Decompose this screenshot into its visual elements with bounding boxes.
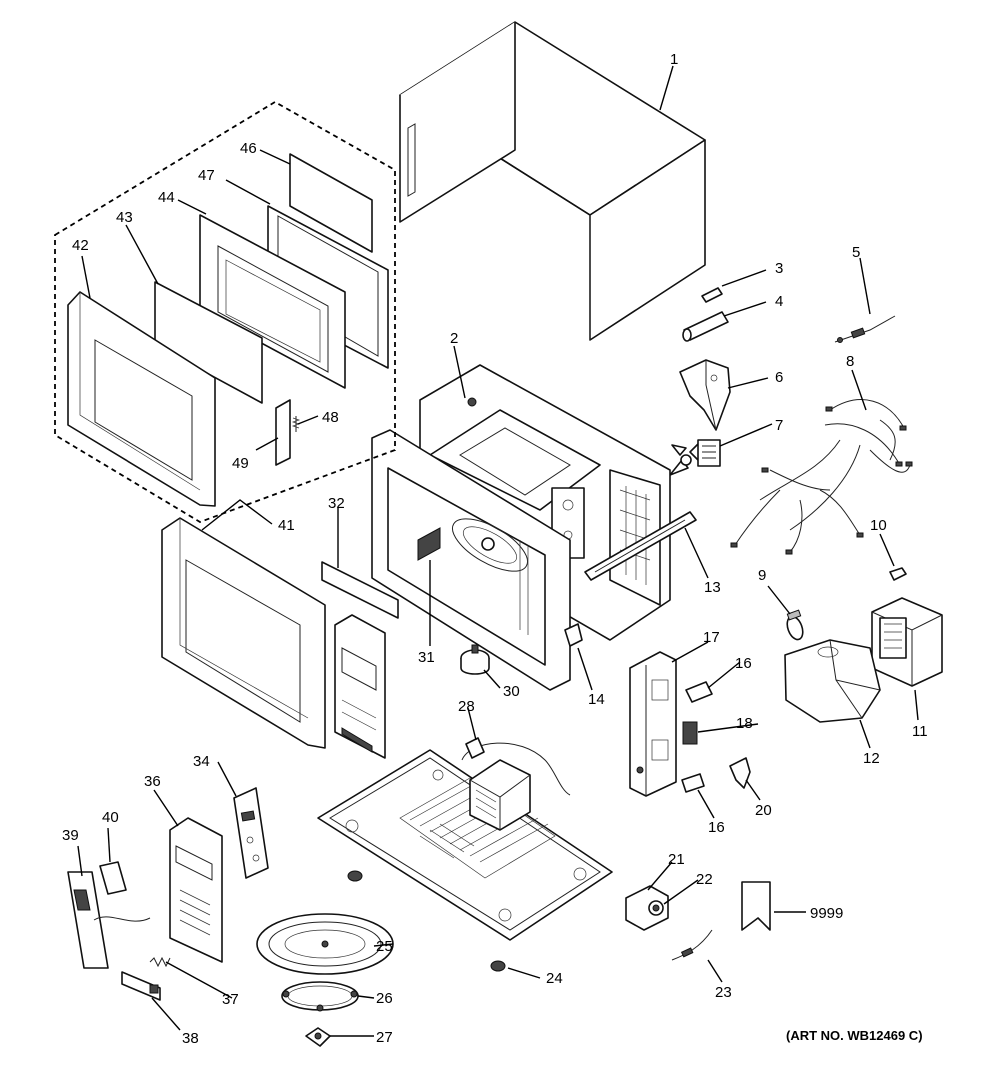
callout-8: 8 bbox=[846, 353, 854, 370]
interlock-switch-part-a bbox=[685, 681, 713, 703]
wire-harness-part bbox=[730, 399, 913, 555]
door-assembly-group bbox=[54, 100, 396, 523]
coupler-part bbox=[305, 1027, 331, 1047]
callout-1: 1 bbox=[670, 51, 678, 68]
callout-20: 20 bbox=[755, 802, 772, 819]
callout-23: 23 bbox=[715, 984, 732, 1001]
interlock-switch-part-b bbox=[681, 773, 705, 793]
fan-motor-part bbox=[669, 439, 721, 476]
callout-12: 12 bbox=[863, 750, 880, 767]
callout-48: 48 bbox=[322, 409, 339, 426]
thermistor-part bbox=[834, 315, 896, 343]
capacitor-part bbox=[465, 737, 485, 759]
control-panel-front bbox=[334, 614, 386, 759]
roller-ring-part bbox=[281, 981, 359, 1012]
callout-25: 25 bbox=[376, 938, 393, 955]
callout-28: 28 bbox=[458, 698, 475, 715]
callout-47: 47 bbox=[198, 167, 215, 184]
clip-part bbox=[889, 567, 907, 581]
outer-case bbox=[399, 21, 706, 341]
callout-30: 30 bbox=[503, 683, 520, 700]
air-guide-part bbox=[784, 639, 881, 723]
seal-strip-part bbox=[321, 561, 399, 619]
callout-42: 42 bbox=[72, 237, 89, 254]
callout-2: 2 bbox=[450, 330, 458, 347]
callout-43: 43 bbox=[116, 209, 133, 226]
callout-34: 34 bbox=[193, 753, 210, 770]
callout-32: 32 bbox=[328, 495, 345, 512]
control-board-part bbox=[233, 787, 269, 879]
monitor-switch-part bbox=[682, 721, 698, 745]
callout-14: 14 bbox=[588, 691, 605, 708]
callout-27: 27 bbox=[376, 1029, 393, 1046]
callout-16a: 16 bbox=[735, 655, 752, 672]
callout-38: 38 bbox=[182, 1030, 199, 1047]
callout-44: 44 bbox=[158, 189, 175, 206]
callout-11: 11 bbox=[912, 723, 928, 740]
callout-40: 40 bbox=[102, 809, 119, 826]
leader-lines bbox=[77, 65, 919, 1037]
lever-part bbox=[729, 757, 751, 789]
callout-36: 36 bbox=[144, 773, 161, 790]
control-panel-assembly-part bbox=[169, 817, 223, 963]
control-overlay-part bbox=[67, 871, 151, 969]
callout-37: 37 bbox=[222, 991, 239, 1008]
fuse-part bbox=[701, 287, 723, 303]
callout-49: 49 bbox=[232, 455, 249, 472]
wire-lead-part bbox=[671, 929, 713, 961]
callout-21: 21 bbox=[668, 851, 685, 868]
door-frame-part bbox=[161, 517, 326, 749]
callout-41: 41 bbox=[278, 517, 295, 534]
callout-18: 18 bbox=[736, 715, 753, 732]
display-window-part bbox=[99, 861, 127, 895]
base-plate bbox=[317, 749, 613, 941]
lamp-holder-part bbox=[682, 311, 729, 342]
door-button-spring-part bbox=[149, 956, 171, 968]
foot-part-a bbox=[347, 870, 363, 882]
fuse-holder-part bbox=[625, 885, 669, 931]
cavity-label-part bbox=[417, 527, 441, 561]
turntable-motor-part bbox=[460, 644, 490, 675]
glass-tray-part bbox=[256, 913, 394, 975]
bracket-part bbox=[679, 359, 731, 431]
callout-4: 4 bbox=[775, 293, 783, 310]
callout-10: 10 bbox=[870, 517, 887, 534]
switch-holder-part bbox=[629, 651, 677, 797]
door-button-part bbox=[121, 971, 161, 1001]
hv-transformer-part bbox=[461, 742, 571, 831]
callout-9: 9 bbox=[758, 567, 766, 584]
callout-31: 31 bbox=[418, 649, 435, 666]
latch-bracket-part bbox=[564, 623, 583, 647]
callout-24: 24 bbox=[546, 970, 563, 987]
callout-39: 39 bbox=[62, 827, 79, 844]
callout-22: 22 bbox=[696, 871, 713, 888]
callout-6: 6 bbox=[775, 369, 783, 386]
front-plate bbox=[371, 429, 571, 691]
callout-5: 5 bbox=[852, 244, 860, 261]
rail-part bbox=[584, 511, 697, 581]
lamp-bulb-part bbox=[786, 609, 804, 641]
callout-46: 46 bbox=[240, 140, 257, 157]
transformer-part bbox=[871, 597, 943, 687]
callout-7: 7 bbox=[775, 417, 783, 434]
callout-26: 26 bbox=[376, 990, 393, 1007]
art-number: (ART NO. WB12469 C) bbox=[786, 1028, 923, 1043]
callout-16b: 16 bbox=[708, 819, 725, 836]
callout-17: 17 bbox=[703, 629, 720, 646]
callout-3: 3 bbox=[775, 260, 783, 277]
callout-9999: 9999 bbox=[810, 905, 843, 922]
literature-part bbox=[741, 881, 771, 931]
foot-part-b bbox=[490, 960, 506, 972]
callout-labels: 1 2 3 4 5 6 7 8 9 10 11 12 13 14 16 16 1… bbox=[62, 51, 928, 1047]
callout-13: 13 bbox=[704, 579, 721, 596]
